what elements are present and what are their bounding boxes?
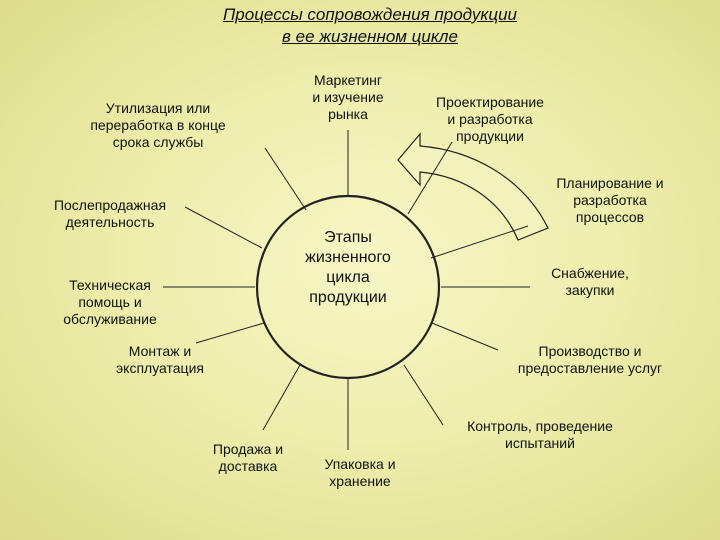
stage-installation: Монтаж и эксплуатация — [116, 343, 204, 376]
spoke-sales — [262, 364, 301, 431]
spoke-aftersales — [184, 206, 263, 249]
stage-service: Техническая помощь и обслуживание — [63, 277, 157, 327]
stage-control: Контроль, проведение испытаний — [467, 418, 613, 451]
spoke-planning — [430, 225, 529, 259]
spoke-design — [407, 141, 453, 215]
spoke-control — [403, 364, 444, 426]
title-line-2: в ее жизненном цикле — [282, 27, 458, 46]
center-label: Этапы жизненного цикла продукции — [305, 229, 391, 306]
stage-aftersales: Послепродажная деятельность — [53, 197, 167, 230]
stage-disposal: Утилизация или переработка в конце срока… — [90, 100, 226, 150]
stage-design: Проектирование и разработка продукции — [436, 94, 544, 144]
stage-marketing: Маркетинг и изучение рынка — [312, 72, 384, 122]
stage-production: Производство и предоставление услуг — [517, 343, 663, 376]
slide-title: Процессы сопровождения продукции в ее жи… — [120, 4, 620, 48]
stage-sales: Продажа и доставка — [212, 441, 284, 474]
spoke-installation — [195, 322, 265, 344]
stage-packaging: Упаковка и хранение — [324, 456, 396, 489]
stage-planning: Планирование и разработка процессов — [556, 175, 664, 225]
spoke-production — [431, 322, 499, 351]
title-line-1: Процессы сопровождения продукции — [222, 5, 518, 24]
center-circle — [255, 194, 441, 380]
feedback-curved-arrow — [397, 132, 549, 241]
stage-supply: Снабжение, закупки — [551, 265, 629, 298]
spoke-disposal — [264, 147, 307, 211]
